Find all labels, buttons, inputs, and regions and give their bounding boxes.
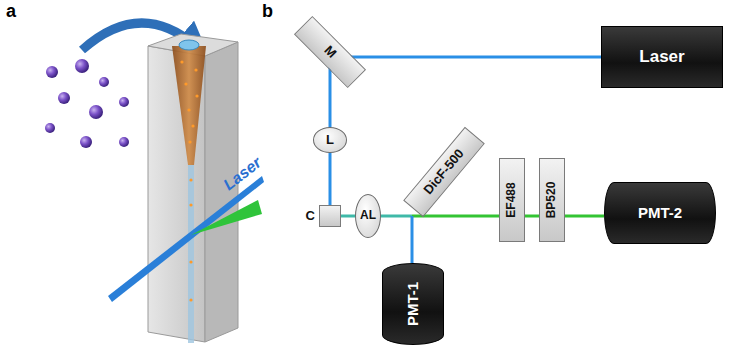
panel-label: b bbox=[262, 2, 273, 22]
component-label: L bbox=[326, 133, 334, 147]
cuvette-holder: C bbox=[319, 205, 341, 227]
panel-label: a bbox=[6, 2, 16, 22]
aspheric-lens: AL bbox=[355, 194, 381, 238]
light-beam bbox=[330, 56, 601, 59]
lens: L bbox=[313, 127, 347, 153]
component-label: M bbox=[321, 43, 339, 61]
mirror: M bbox=[294, 16, 366, 88]
light-beam bbox=[381, 215, 412, 218]
photomultiplier: PMT-1 bbox=[382, 263, 444, 345]
light-beam bbox=[411, 216, 414, 263]
light-beam bbox=[412, 215, 499, 218]
bandpass-filter: BP520 bbox=[539, 158, 565, 242]
light-beam bbox=[329, 153, 332, 205]
excitation-beam bbox=[108, 176, 264, 302]
light-beam bbox=[525, 215, 539, 218]
emission-beam bbox=[191, 200, 262, 235]
light-beam bbox=[341, 215, 355, 218]
component-label: EF488 bbox=[505, 182, 518, 217]
component-label: AL bbox=[360, 209, 376, 222]
dichroic-filter: DicF-500 bbox=[403, 127, 485, 217]
component-label: BP520 bbox=[545, 182, 558, 219]
component-label: Laser bbox=[639, 48, 684, 67]
beam-label: Laser bbox=[220, 154, 264, 194]
photomultiplier: PMT-2 bbox=[604, 182, 716, 244]
light-beam bbox=[565, 215, 604, 218]
component-label: C bbox=[306, 209, 315, 223]
component-label: PMT-2 bbox=[638, 205, 682, 222]
particles bbox=[45, 59, 129, 148]
cuvette bbox=[148, 34, 238, 343]
laser-source: Laser bbox=[601, 26, 723, 88]
component-label: PMT-1 bbox=[405, 282, 422, 326]
component-label: DicF-500 bbox=[421, 147, 467, 198]
emission-filter: EF488 bbox=[499, 158, 525, 242]
